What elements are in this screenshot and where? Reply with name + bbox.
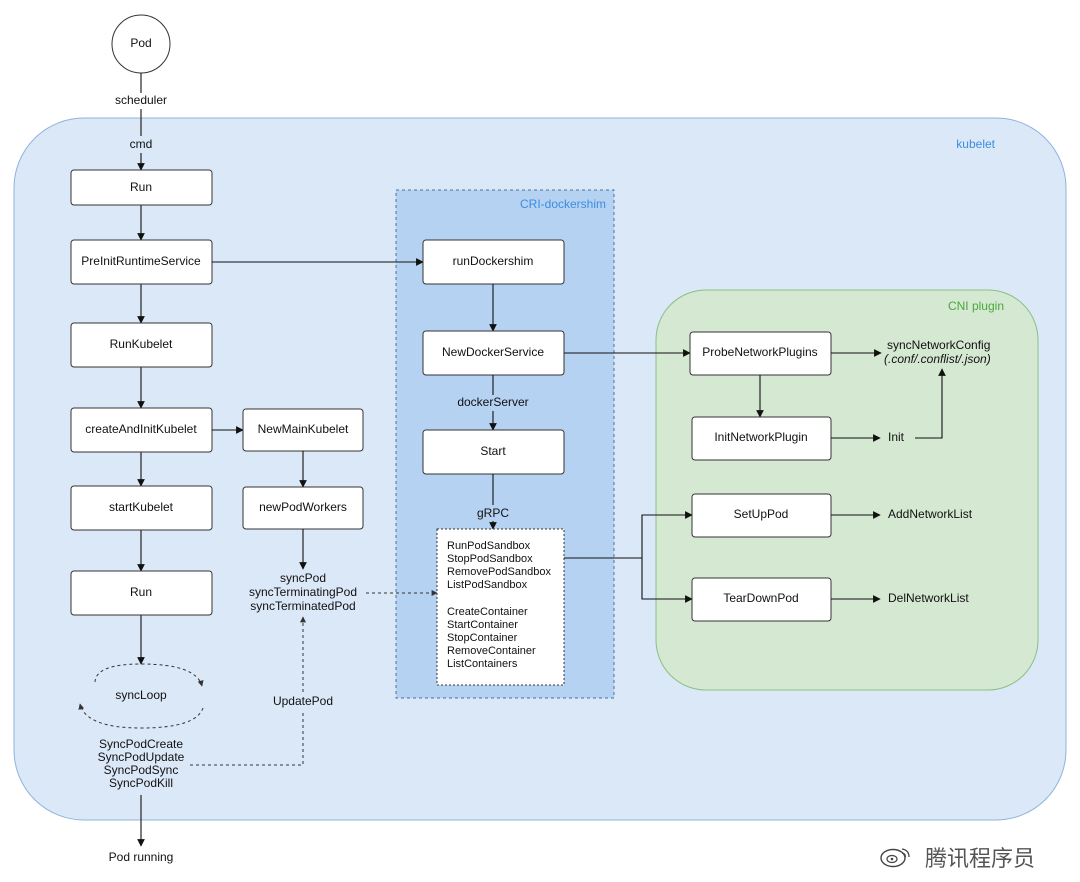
- pre-init-runtime-service-node: PreInitRuntimeService: [70, 239, 213, 285]
- create-and-init-kubelet-node: createAndInitKubelet: [70, 407, 213, 453]
- sync-loop-node: syncLoop: [78, 663, 204, 729]
- sync-loop-event: SyncPodKill: [109, 776, 173, 790]
- sync-loop-event: SyncPodCreate: [99, 737, 183, 751]
- start-kubelet-label: startKubelet: [109, 500, 174, 514]
- pod-node: Pod: [111, 14, 171, 74]
- pod-label: Pod: [130, 36, 151, 50]
- sync-network-config-label: syncNetworkConfig: [887, 338, 990, 352]
- sync-loop-top-arc: [94, 663, 204, 687]
- edge-grpc-setuppod: [641, 511, 693, 558]
- init-network-plugin-label: InitNetworkPlugin: [714, 430, 807, 444]
- cmd-label: cmd: [130, 137, 153, 151]
- scheduler-label: scheduler: [115, 93, 167, 107]
- add-network-list-label: AddNetworkList: [888, 507, 973, 521]
- grpc-method: CreateContainer: [447, 606, 528, 618]
- grpc-method: StopContainer: [447, 632, 518, 644]
- edge-init-syncnetworkconfig: [915, 368, 946, 439]
- start-label: Start: [480, 444, 506, 458]
- new-pod-workers-node: newPodWorkers: [242, 486, 364, 530]
- grpc-method: RunPodSandbox: [447, 540, 531, 552]
- watermark-text: 腾讯程序员: [925, 846, 1035, 871]
- edge-grpc-teardownpod: [641, 558, 693, 603]
- cri-dockershim-region-title: CRI-dockershim: [520, 197, 606, 211]
- sync-pod-line: syncTerminatingPod: [249, 585, 357, 599]
- grpc-method: ListContainers: [447, 658, 518, 670]
- grpc-methods-box: RunPodSandbox StopPodSandbox RemovePodSa…: [436, 528, 565, 686]
- kubelet-region-title: kubelet: [956, 137, 995, 151]
- new-main-kubelet-label: NewMainKubelet: [258, 422, 349, 436]
- run-dockershim-label: runDockershim: [453, 254, 534, 268]
- grpc-method: StopPodSandbox: [447, 553, 533, 565]
- sync-loop-bottom-arc: [78, 703, 204, 729]
- sync-network-config-files-label: (.conf/.conflist/.json): [884, 352, 991, 366]
- run-kubelet-label: RunKubelet: [110, 337, 173, 351]
- update-pod-label-bg: [270, 694, 336, 710]
- probe-network-plugins-node: ProbeNetworkPlugins: [689, 331, 832, 376]
- tear-down-pod-label: TearDownPod: [723, 591, 798, 605]
- set-up-pod-node: SetUpPod: [691, 493, 832, 538]
- del-network-list-label: DelNetworkList: [888, 591, 969, 605]
- grpc-method: RemoveContainer: [447, 645, 536, 657]
- start-kubelet-node: startKubelet: [70, 485, 213, 531]
- sync-loop-events: SyncPodCreate SyncPodUpdate SyncPodSync …: [98, 737, 185, 790]
- run-label: Run: [130, 180, 152, 194]
- grpc-label: gRPC: [477, 506, 509, 520]
- sync-pod-list: syncPod syncTerminatingPod syncTerminate…: [249, 571, 357, 613]
- new-main-kubelet-node: NewMainKubelet: [242, 408, 364, 452]
- sync-pod-line: syncTerminatedPod: [250, 599, 355, 613]
- grpc-method: ListPodSandbox: [447, 579, 528, 591]
- run-dockershim-node: runDockershim: [422, 239, 565, 285]
- grpc-method: StartContainer: [447, 619, 518, 631]
- new-pod-workers-label: newPodWorkers: [259, 500, 347, 514]
- docker-server-label: dockerServer: [457, 395, 528, 409]
- run-2-node: Run: [70, 570, 213, 616]
- sync-loop-event: SyncPodSync: [104, 763, 179, 777]
- sync-loop-label: syncLoop: [115, 688, 167, 702]
- pre-init-runtime-service-label: PreInitRuntimeService: [81, 254, 201, 268]
- set-up-pod-label: SetUpPod: [734, 507, 789, 521]
- create-and-init-kubelet-label: createAndInitKubelet: [85, 422, 197, 436]
- run-kubelet-node: RunKubelet: [70, 322, 213, 368]
- tear-down-pod-node: TearDownPod: [691, 577, 832, 622]
- edge-syncloop-updatepod: [190, 616, 306, 766]
- sync-loop-event: SyncPodUpdate: [98, 750, 185, 764]
- update-pod-label: UpdatePod: [273, 694, 333, 708]
- init-label: Init: [888, 430, 905, 444]
- new-docker-service-node: NewDockerService: [422, 330, 565, 376]
- run-2-label: Run: [130, 585, 152, 599]
- new-docker-service-label: NewDockerService: [442, 345, 544, 359]
- start-node: Start: [422, 429, 565, 475]
- sync-pod-line: syncPod: [280, 571, 326, 585]
- run-node: Run: [70, 169, 213, 206]
- pod-running-label: Pod running: [109, 850, 174, 864]
- weibo-icon: [880, 848, 910, 868]
- probe-network-plugins-label: ProbeNetworkPlugins: [702, 345, 817, 359]
- watermark: 腾讯程序员: [880, 846, 1035, 871]
- cni-plugin-region-title: CNI plugin: [948, 299, 1004, 313]
- grpc-method: RemovePodSandbox: [447, 566, 551, 578]
- init-network-plugin-node: InitNetworkPlugin: [691, 416, 832, 461]
